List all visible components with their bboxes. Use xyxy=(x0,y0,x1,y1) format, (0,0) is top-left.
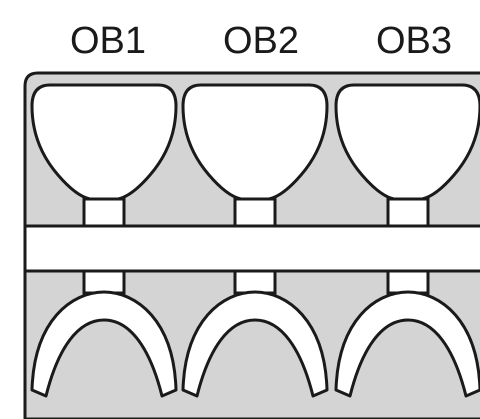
lower-arch xyxy=(181,290,329,398)
lower-stem xyxy=(233,269,277,295)
upper-stem xyxy=(82,197,126,228)
upper-stem xyxy=(233,197,277,228)
tray-column-ob2 xyxy=(181,83,329,398)
tray-column-ob1 xyxy=(30,83,178,398)
lower-stem xyxy=(386,269,430,295)
upper-stem xyxy=(386,197,430,228)
label-ob3: OB3 xyxy=(375,20,453,62)
label-ob2: OB2 xyxy=(222,20,300,62)
lower-arch xyxy=(30,290,178,398)
tray-crossbar xyxy=(23,224,480,273)
upper-bowl xyxy=(181,83,329,201)
label-ob1: OB1 xyxy=(69,20,147,62)
lower-stem xyxy=(82,269,126,295)
upper-bowl xyxy=(30,83,178,201)
tray-column-ob3 xyxy=(334,83,480,398)
lower-arch xyxy=(334,290,480,398)
tray-labels: OB1 OB2 OB3 xyxy=(0,0,480,70)
